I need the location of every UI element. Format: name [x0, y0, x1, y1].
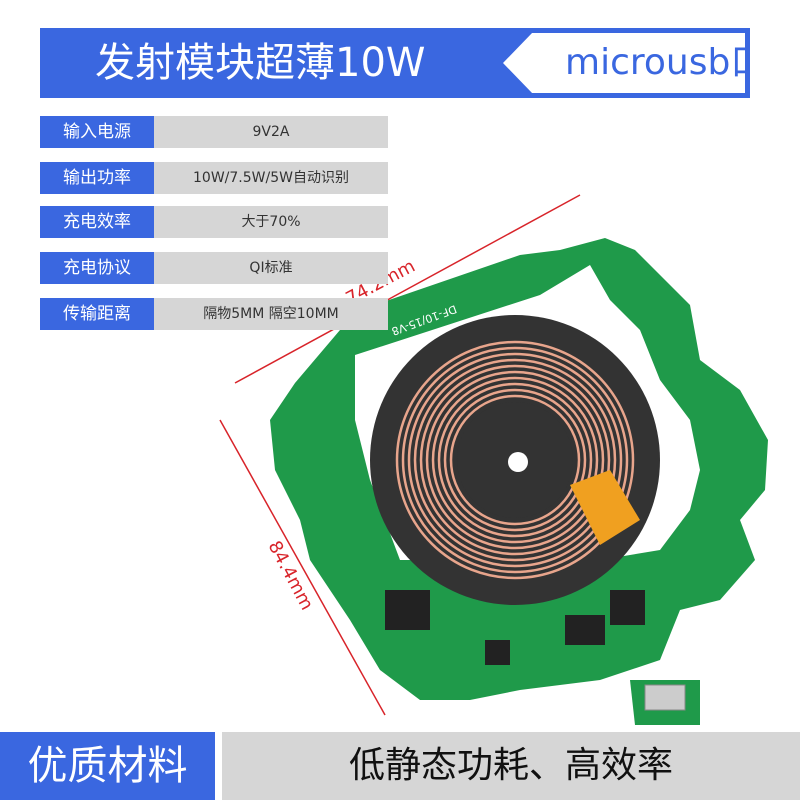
spec-row: 传输距离隔物5MM 隔空10MM — [40, 298, 388, 330]
kapton-tape — [570, 470, 640, 545]
port-tag-text: microusb口 — [565, 42, 767, 83]
product-title: 发射模块超薄10W — [95, 40, 426, 86]
spec-value: QI标准 — [154, 252, 388, 284]
coil — [395, 340, 635, 580]
center-hole — [508, 452, 528, 472]
spec-value: 隔物5MM 隔空10MM — [154, 298, 388, 330]
spec-label: 输入电源 — [40, 116, 154, 148]
header-banner: 发射模块超薄10W microusb口 — [40, 28, 750, 98]
spec-label: 传输距离 — [40, 298, 154, 330]
footer-right-banner: 低静态功耗、高效率 — [222, 732, 800, 800]
port-tag: microusb口 — [503, 33, 745, 93]
footer-left-banner: 优质材料 — [0, 732, 215, 800]
spec-label: 输出功率 — [40, 162, 154, 194]
spec-value: 10W/7.5W/5W自动识别 — [154, 162, 388, 194]
spec-row: 充电效率大于70% — [40, 206, 388, 238]
spec-value: 9V2A — [154, 116, 388, 148]
chips — [385, 590, 645, 665]
spec-label: 充电协议 — [40, 252, 154, 284]
dimension-lines — [219, 194, 581, 716]
spec-value: 大于70% — [154, 206, 388, 238]
spec-label: 充电效率 — [40, 206, 154, 238]
